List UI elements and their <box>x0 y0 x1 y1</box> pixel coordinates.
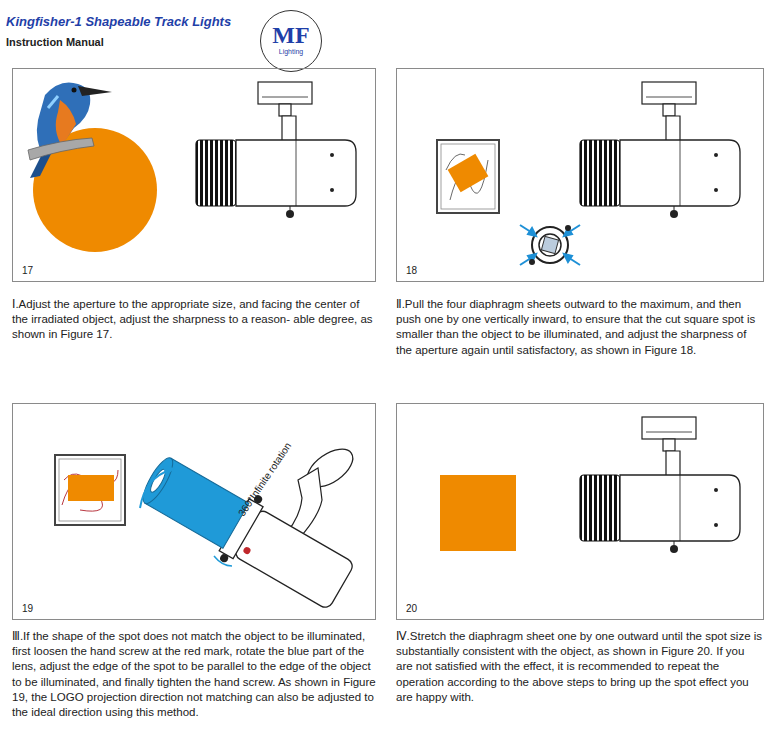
step-text: Ⅲ.If the shape of the spot does not matc… <box>12 629 378 720</box>
logo-text: MF <box>261 23 321 47</box>
rotated-light <box>132 442 361 620</box>
figure-panel: 17 <box>12 68 376 282</box>
diaphragm-ring <box>520 225 580 265</box>
subtitle: Instruction Manual <box>6 36 104 48</box>
step-text: Ⅳ.Stretch the diaphragm sheet one by one… <box>396 629 764 705</box>
figure-number: 17 <box>22 265 33 276</box>
object-frame <box>55 455 125 525</box>
figure-number: 20 <box>406 603 417 614</box>
object-frame <box>437 140 499 213</box>
logo-badge: MFLighting <box>260 10 322 72</box>
figure-panel: 18 <box>396 68 764 282</box>
track-light <box>580 82 740 218</box>
figure-number: 18 <box>406 265 417 276</box>
figure-panel: 20 <box>396 403 764 620</box>
square-spot <box>440 475 516 551</box>
step-text: Ⅰ.Adjust the aperture to the appropriate… <box>12 297 376 343</box>
title: Kingfisher-1 Shapeable Track Lights <box>6 14 231 29</box>
step-text: Ⅱ.Pull the four diaphragm sheets outward… <box>396 297 764 358</box>
figure-panel: 19 <box>12 403 376 620</box>
logo-subtext: Lighting <box>261 47 321 56</box>
track-light <box>580 417 740 553</box>
track-light <box>196 82 356 218</box>
figure-number: 19 <box>22 603 33 614</box>
rotation-note: 360°Infinite rotation <box>236 440 293 518</box>
kingfisher <box>28 82 112 178</box>
